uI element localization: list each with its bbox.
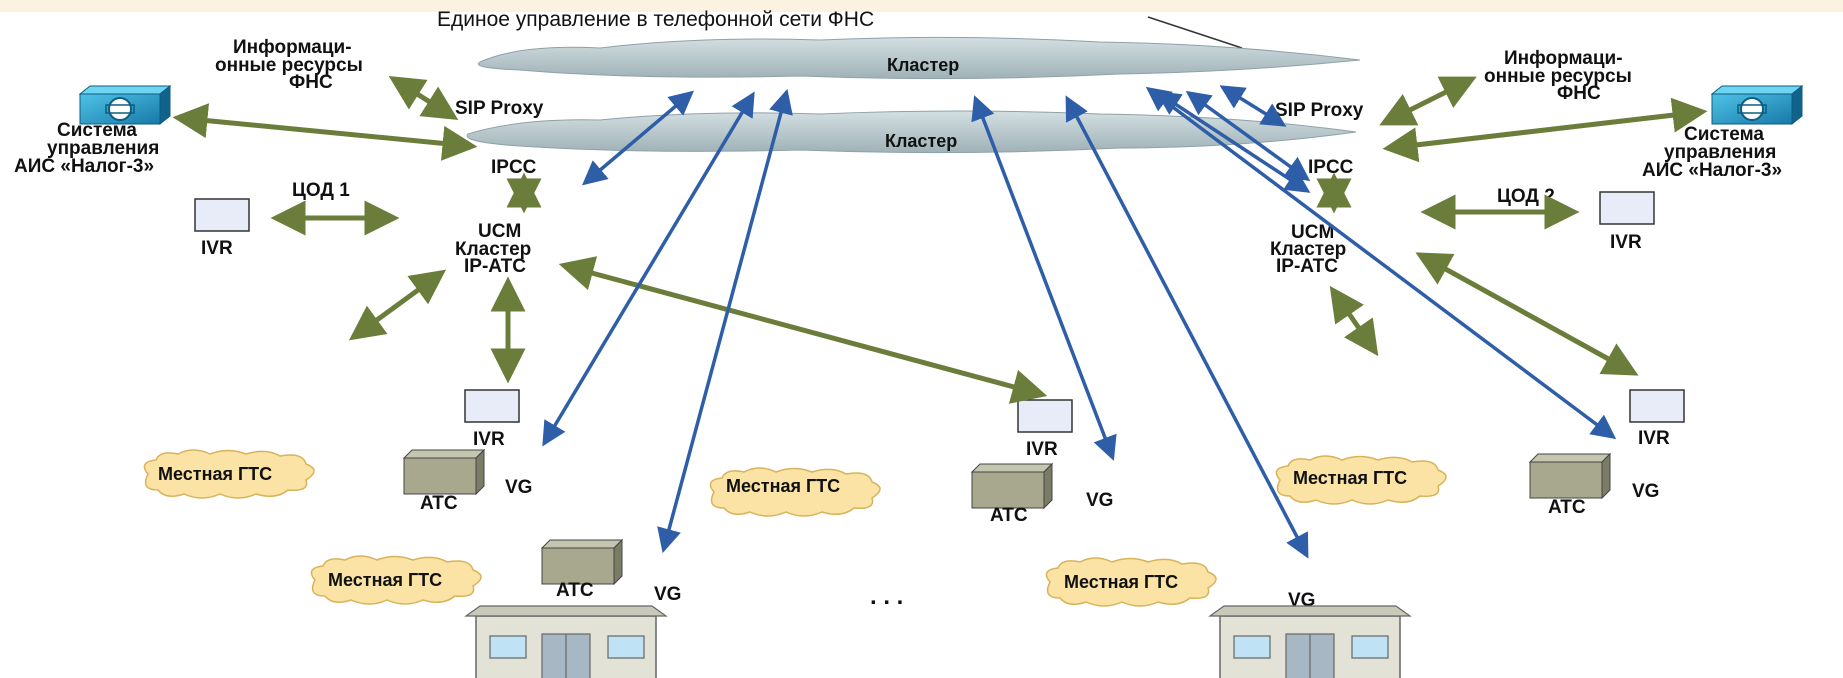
blue-arrows — [542, 85, 1617, 559]
ivr-box-right-bottom — [1629, 389, 1685, 423]
local-gts-cloud-1: Местная ГТС — [143, 449, 315, 499]
cluster-label-top: Кластер — [887, 55, 959, 75]
ivr-right-bottom: IVR — [1638, 428, 1670, 449]
ipcc-left: IPCC — [491, 157, 537, 178]
mgmt-system-right-icon — [1711, 85, 1803, 125]
mgmt-left-2: управления — [47, 138, 159, 159]
local-gts-label-3: Местная ГТС — [1293, 468, 1407, 488]
ivr-box-left-bottom — [464, 389, 520, 423]
atc-label-1: ATC — [420, 493, 458, 514]
mgmt-right-3: АИС «Налог-3» — [1642, 160, 1782, 181]
local-gts-label-5: Местная ГТС — [1064, 572, 1178, 592]
info-resources-left-3: ФНС — [289, 72, 333, 93]
local-gts-label-4: Местная ГТС — [328, 570, 442, 590]
atc-label-4: ATC — [556, 580, 594, 601]
vg-label-4: VG — [654, 584, 681, 605]
atc-box-2 — [971, 463, 1053, 509]
top-stripe — [0, 0, 1843, 12]
ucm-left-3: IP-ATC — [464, 256, 526, 277]
mgmt-left-3: АИС «Налог-3» — [14, 156, 154, 177]
atc-box-1 — [403, 449, 485, 495]
atc-label-2: ATC — [990, 505, 1028, 526]
local-gts-cloud-2: Местная ГТС — [709, 467, 881, 517]
blue-arrow-cluster-vg4 — [657, 88, 793, 554]
ivr-right: IVR — [1610, 232, 1642, 253]
atc-label-3: ATC — [1548, 497, 1586, 518]
info-resources-left-1: Информаци- — [233, 37, 352, 58]
title-pointer-line — [1147, 16, 1243, 49]
cluster-label-bottom: Кластер — [885, 131, 957, 151]
ucm-right-3: IP-ATC — [1276, 256, 1338, 277]
diagram-title: Единое управление в телефонной сети ФНС — [437, 8, 874, 31]
cod1-label: ЦОД 1 — [292, 180, 350, 201]
green-arrow-info-right — [1379, 76, 1477, 126]
ucm-left-2: Кластер — [455, 239, 531, 260]
local-gts-cloud-3: Местная ГТС — [1275, 455, 1447, 505]
ellipsis: . . . — [870, 583, 903, 610]
ivr-box-left — [194, 198, 250, 232]
green-arrow-ucm-left-down — [348, 269, 447, 341]
office-building-right — [1209, 605, 1411, 678]
green-arrow-mgmt-right — [1382, 97, 1708, 163]
info-resources-right-3: ФНС — [1557, 83, 1601, 104]
cod2-label: ЦОД 2 — [1497, 186, 1555, 207]
vg-label-3: VG — [1632, 481, 1659, 502]
green-arrow-info-left — [388, 75, 459, 121]
ivr-box-middle — [1017, 399, 1073, 433]
local-gts-label-1: Местная ГТС — [158, 464, 272, 484]
vg-label-2: VG — [1086, 490, 1113, 511]
office-building-left — [465, 605, 667, 678]
cluster-cloud-top: Кластер — [477, 36, 1361, 80]
info-resources-left-2: онные ресурсы — [215, 55, 363, 76]
local-gts-cloud-5: Местная ГТС — [1045, 557, 1217, 607]
mgmt-system-left-icon — [79, 85, 171, 125]
sip-proxy-right: SIP Proxy — [1275, 100, 1364, 121]
blue-arrow-sip-right — [1219, 85, 1287, 127]
vg-label-1: VG — [505, 477, 532, 498]
green-arrow-ucm-right-down — [1329, 285, 1379, 357]
mgmt-left-1: Система — [57, 120, 137, 141]
sip-proxy-left: SIP Proxy — [455, 98, 544, 119]
ucm-left-1: UCM — [478, 221, 521, 242]
atc-box-4 — [541, 539, 623, 585]
ivr-left: IVR — [201, 238, 233, 259]
info-resources-right-2: онные ресурсы — [1484, 66, 1632, 87]
ivr-left-bottom: IVR — [473, 429, 505, 450]
atc-box-3 — [1529, 453, 1611, 499]
ivr-box-right — [1599, 191, 1655, 225]
local-gts-label-2: Местная ГТС — [726, 476, 840, 496]
ivr-middle: IVR — [1026, 439, 1058, 460]
info-resources-right-1: Информаци- — [1504, 48, 1623, 69]
green-arrow-mgmt-left — [172, 103, 478, 161]
green-arrow-ucm-ivr-right — [1415, 252, 1639, 376]
local-gts-cloud-4: Местная ГТС — [310, 555, 482, 605]
blue-arrow-cluster-vg3 — [1145, 86, 1617, 440]
ipcc-right: IPCC — [1308, 157, 1354, 178]
